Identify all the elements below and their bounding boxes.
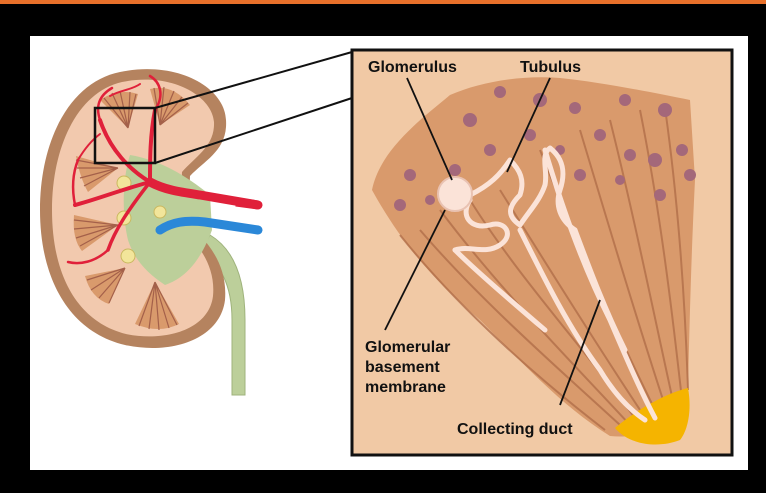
label-gbm-line1: Glomerular [365, 339, 450, 356]
label-gbm-line2: basement [365, 359, 440, 376]
label-collecting-duct: Collecting duct [457, 421, 573, 438]
label-gbm-line3: membrane [365, 379, 446, 396]
label-tubulus: Tubulus [520, 59, 581, 76]
nephron-inset: Glomerulus Tubulus Glomerular basement m… [352, 50, 732, 455]
accent-border [0, 0, 766, 4]
label-glomerulus: Glomerulus [368, 59, 457, 76]
glomerulus-shape [438, 177, 472, 211]
renal-artery-stub [236, 202, 258, 205]
